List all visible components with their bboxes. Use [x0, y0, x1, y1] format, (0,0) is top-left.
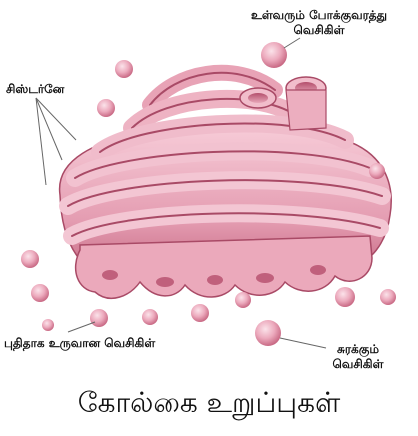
secretory-vesicle-label: சுரக்கும் வெசிகிள்	[318, 342, 398, 372]
incoming-vesicle-label: உள்வரும் போக்குவரத்து வெசிகிள்	[229, 8, 409, 38]
secretory-label-line2: வெசிகிள்	[318, 357, 398, 372]
incoming-vesicle	[261, 42, 287, 68]
vesicle	[380, 289, 396, 305]
cisternae-label: சிஸ்டர்னே	[6, 82, 64, 97]
vesicle	[42, 319, 54, 331]
diagram-title: கோல்கை உறுப்புகள்	[0, 386, 418, 423]
vesicle	[191, 304, 209, 322]
leader-cisternae-3	[36, 98, 76, 140]
vesicle	[369, 163, 385, 179]
secretory-label-line1: சுரக்கும்	[337, 342, 379, 356]
new-vesicles-label: புதிதாக உருவான வெசிகிள்	[4, 336, 155, 351]
vesicle	[142, 309, 158, 325]
leader-new-vesicles	[68, 322, 95, 332]
vesicle	[97, 99, 115, 117]
vesicle	[31, 284, 49, 302]
incoming-label-line1: உள்வரும் போக்குவரத்து	[251, 8, 387, 22]
budding-region	[76, 236, 372, 298]
vesicle	[235, 292, 251, 308]
vesicle	[21, 250, 39, 268]
leader-incoming	[284, 38, 300, 48]
incoming-label-line2: வெசிகிள்	[229, 23, 409, 38]
vesicle	[115, 60, 133, 78]
vesicle	[335, 287, 355, 307]
secretory-vesicle	[255, 320, 281, 346]
vesicle	[90, 309, 108, 327]
